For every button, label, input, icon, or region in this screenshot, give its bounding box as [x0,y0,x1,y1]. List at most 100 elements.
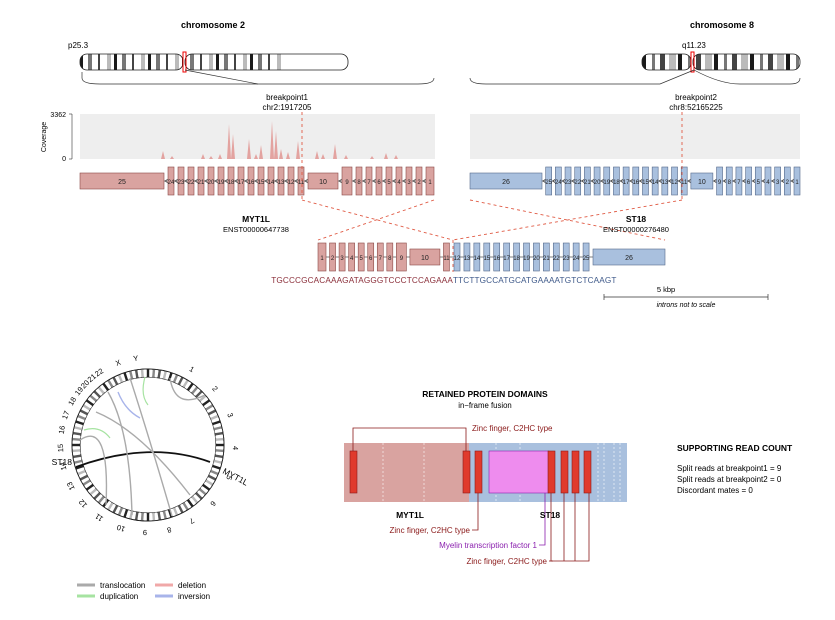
chromosome-band [724,54,727,70]
circos-band [193,388,201,396]
chromosome-band [655,54,660,70]
zinc-finger-domain-3 [474,450,483,494]
circos-band [202,483,211,491]
fusion-exon-label: 6 [369,256,373,262]
circos-band [206,406,215,413]
circos-band [200,486,209,493]
circos-band [76,417,85,423]
myt1l-exon [227,166,235,196]
circos-band [180,503,187,512]
chromosome-band [718,54,724,70]
circos-band [82,404,91,411]
myt1l-strand-arrow [304,178,309,184]
circos-band [208,474,217,481]
st18-strand-arrow [629,178,634,184]
circos-chromosome-label: 10 [116,523,127,534]
circos-chromosome-label: 16 [57,425,67,435]
fusion-exon-label: 13 [464,256,471,262]
circos-chromosome-label: 11 [93,512,104,524]
st18-exon [671,166,678,196]
st18-exon [784,166,791,196]
fusion-exon-label: 19 [523,256,530,262]
myt1l-exon-label: 10 [319,179,327,186]
myt1l-strand-arrow [204,178,209,184]
circos-band [78,412,87,418]
circos-band [198,488,207,496]
fusion-exon-st18 [523,242,530,272]
chromosome-band [705,54,712,70]
circos-band [208,409,217,416]
chromosome-band [88,54,92,70]
circos-band [191,495,199,504]
fusion-exon-label: 17 [503,256,510,262]
circos-band [74,462,83,467]
st18-strand-arrow [780,178,785,184]
circos-band [160,511,165,520]
coverage-min-label: 0 [62,156,66,163]
st18-exon [754,166,762,196]
chromosome-band [813,54,820,70]
myt1l-exon-label: 23 [178,180,185,186]
st18-exon [622,166,630,196]
st18-exon-label: 18 [613,180,620,186]
circos-band [212,420,221,426]
st18-strand-arrow [771,178,775,184]
chromosome-band [676,54,678,70]
chromosome-band [809,54,813,70]
st18-strand-arrow [761,178,766,184]
chromosome-band [107,54,111,70]
st18-strand-arrow [600,178,605,184]
st18-strand-arrow [639,178,643,184]
chromosome-8-zoom-bracket [693,69,801,85]
circos-band [167,372,173,381]
myt1l-exon-label: 5 [387,180,391,186]
chromosome-band [665,54,669,70]
st18-exon-label: 22 [574,180,581,186]
circos-band [210,414,219,421]
st18-strand-arrow [751,178,756,184]
circos-myt1l-label: MYT1L [221,466,250,488]
circos-link [95,411,191,496]
circos-band [109,503,116,512]
circos-band [82,479,91,486]
circos-band [140,369,144,378]
circos-band [137,369,142,378]
circos-band [104,500,112,509]
circos-band [162,370,167,380]
circos-band [93,390,101,398]
chromosome-band [270,54,277,70]
st18-exon [555,166,562,196]
st18-strand-arrow [619,178,624,184]
fusion-exon-label: 8 [388,256,392,262]
chromosome-band [132,54,134,70]
circos-band [203,481,212,489]
myt1l-exon [341,166,353,196]
fusion-exon-label: 12 [454,256,461,262]
myt1l-exon-label: 4 [397,180,401,186]
connector-zinc-bottom [550,493,590,562]
st18-strand-arrow [732,178,737,184]
fusion-exon-label: 10 [421,255,429,262]
circos-band [123,509,129,518]
fusion-exon-label: 14 [474,256,481,262]
circos-band [91,490,99,498]
chromosome-outline [692,53,801,71]
circos-band [215,434,224,439]
circos-band [172,507,179,516]
circos-band [72,434,81,439]
myt1l-exon [277,166,285,196]
chromosome-band [219,54,224,70]
domains-subtitle: in−frame fusion [458,401,512,410]
coverage-axis-label: Coverage [41,122,48,152]
chromosome-band [737,54,741,70]
myt1l-strand-arrow [372,178,377,184]
st18-exon-label: 4 [766,180,770,186]
circos-band [203,401,212,409]
circos-band [214,457,223,462]
chromosome-band [268,54,270,70]
fusion-exon-label: 9 [400,256,404,262]
domain-label-connectors [352,427,590,562]
chromosome-band [701,54,705,70]
circos-band [186,499,194,508]
